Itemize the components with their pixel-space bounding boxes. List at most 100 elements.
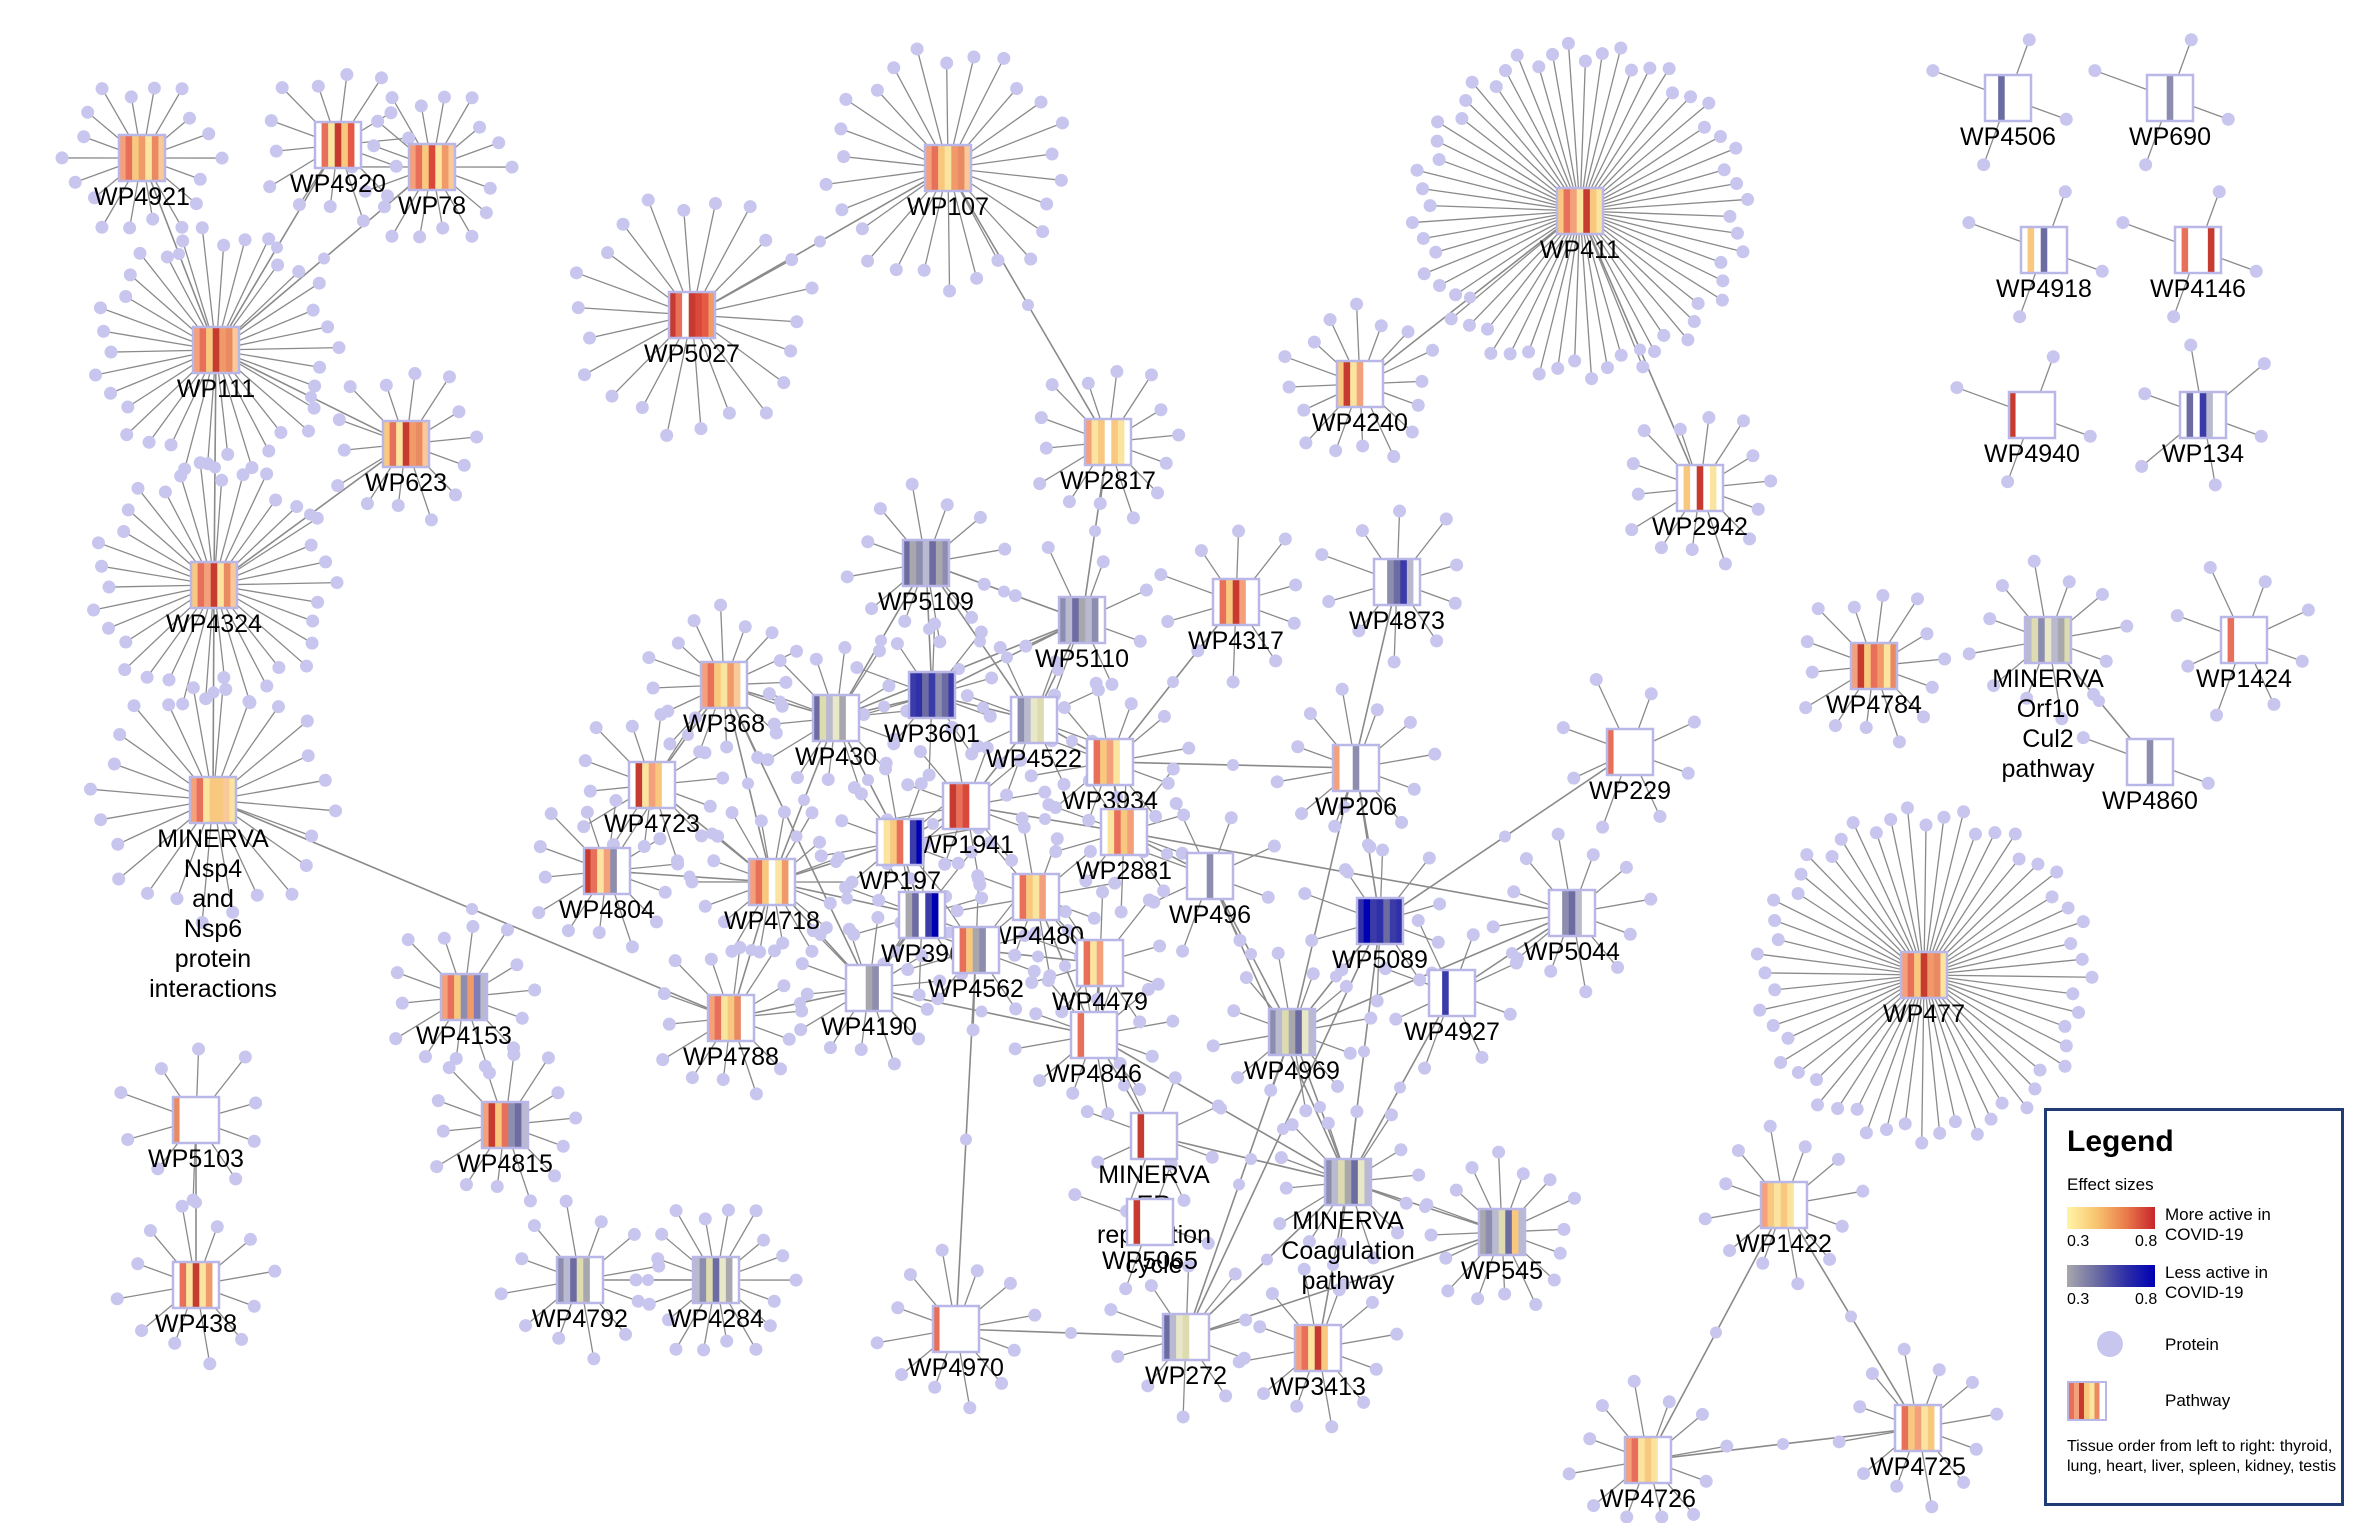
protein-node: [870, 83, 884, 97]
pathway-node[interactable]: WP2881: [1076, 807, 1172, 885]
protein-node: [1764, 474, 1778, 488]
pathway-node[interactable]: WP5089: [1332, 896, 1428, 974]
protein-node: [1800, 635, 1814, 649]
protein-edge: [1923, 811, 1965, 976]
protein-node: [714, 598, 728, 612]
pathway-node[interactable]: WP4146: [2150, 225, 2246, 303]
pathway-node[interactable]: WP4921: [94, 133, 190, 211]
pathway-node[interactable]: WP496: [1169, 851, 1251, 929]
protein-node: [1154, 403, 1168, 417]
protein-node: [1736, 245, 1750, 259]
tissue-stripe: [1927, 1405, 1935, 1451]
pathway-node[interactable]: WP4970: [908, 1304, 1004, 1382]
pathway-node[interactable]: WP4240: [1312, 359, 1408, 437]
pathway-node[interactable]: WP4918: [1996, 225, 2092, 303]
pathway-node[interactable]: WP396: [881, 890, 963, 968]
pathway-node[interactable]: WP4718: [724, 857, 820, 935]
pathway-node[interactable]: WP5044: [1524, 888, 1620, 966]
pathway-node[interactable]: WP1422: [1736, 1180, 1832, 1258]
pathway-node[interactable]: WP438: [155, 1260, 237, 1338]
pathway-node[interactable]: WP545: [1461, 1207, 1543, 1285]
pathway-node[interactable]: WP4927: [1404, 968, 1500, 1046]
protein-node: [806, 924, 820, 938]
pathway-node[interactable]: WP4723: [604, 760, 700, 838]
pathway-node[interactable]: WP5110: [1035, 595, 1129, 673]
pathway-node[interactable]: WP4969: [1244, 1007, 1340, 1085]
pathway-node[interactable]: WP107: [907, 143, 989, 221]
pathway-node[interactable]: WP4725: [1870, 1403, 1966, 1481]
protein-node: [2295, 654, 2309, 668]
pathway-node[interactable]: WP4804: [559, 846, 655, 924]
tissue-stripe: [1442, 970, 1450, 1016]
pathway-node[interactable]: WP272: [1145, 1312, 1227, 1390]
protein-node: [1730, 226, 1744, 240]
protein-node: [842, 922, 856, 936]
pathway-node[interactable]: WP690: [2129, 73, 2211, 151]
pathway-node[interactable]: WP229: [1589, 727, 1671, 805]
pathway-node[interactable]: WP3413: [1270, 1323, 1366, 1401]
pathway-node[interactable]: WP477: [1883, 950, 1965, 1028]
pathway-box-border: [1323, 1157, 1373, 1207]
shared-protein-node: [1022, 299, 1034, 311]
pathway-node[interactable]: WP134: [2162, 390, 2244, 468]
pathway-node[interactable]: WP4920: [290, 120, 386, 198]
pathway-node[interactable]: WP4506: [1960, 73, 2056, 151]
tissue-stripe: [1202, 1314, 1210, 1360]
pathway-node[interactable]: WP4846: [1046, 1010, 1142, 1088]
protein-node: [1393, 504, 1407, 518]
pathway-node[interactable]: WP4726: [1600, 1435, 1696, 1513]
pathway-node[interactable]: WP4522: [986, 695, 1082, 773]
pathway-node[interactable]: WP411: [1540, 186, 1620, 264]
tissue-stripe: [972, 1306, 980, 1352]
pathway-node[interactable]: WP4788: [683, 993, 779, 1071]
pathway-node[interactable]: WP4860: [2102, 737, 2198, 815]
pathway-node[interactable]: WP623: [365, 419, 447, 497]
pathway-node[interactable]: WP1941: [918, 781, 1014, 859]
tissue-stripe: [2186, 75, 2194, 121]
protein-node: [1422, 851, 1436, 865]
pathway-node[interactable]: WP5103: [148, 1095, 244, 1173]
pathway-node[interactable]: WP4480: [988, 872, 1084, 950]
pathway-node[interactable]: WP4317: [1188, 577, 1284, 655]
pathway-box-border: [191, 325, 241, 375]
pathway-node[interactable]: WP4324: [166, 560, 262, 638]
pathway-node[interactable]: WP4873: [1349, 557, 1445, 635]
warm-tick-high: 0.8: [2135, 1233, 2158, 1250]
pathway-node[interactable]: WP4562: [928, 925, 1024, 1003]
tissue-stripe: [447, 974, 455, 1020]
pathway-node[interactable]: WP2942: [1652, 463, 1748, 541]
tissue-stripe: [203, 777, 211, 823]
tissue-stripe: [576, 1257, 584, 1303]
pathway-node[interactable]: WP4190: [821, 963, 917, 1041]
pathway-node[interactable]: WP5065: [1102, 1197, 1198, 1275]
pathway-node[interactable]: WP197: [859, 817, 941, 895]
pathway-node[interactable]: WP5109: [878, 538, 974, 616]
pathway-node[interactable]: WP4815: [457, 1100, 553, 1178]
pathway-node[interactable]: WP368: [683, 660, 765, 738]
pathway-node[interactable]: WP4153: [416, 972, 512, 1050]
pathway-node[interactable]: WP5027: [644, 290, 740, 368]
pathway-node[interactable]: WP2817: [1060, 417, 1156, 495]
pathway-node[interactable]: WP4284: [668, 1255, 764, 1333]
pathway-node[interactable]: WP4792: [532, 1255, 628, 1333]
protein-edge: [1774, 919, 1925, 976]
pathway-node[interactable]: WP206: [1315, 743, 1397, 821]
tissue-stripe: [179, 1097, 187, 1143]
protein-node: [733, 941, 747, 955]
protein-node: [1794, 867, 1808, 881]
pathway-node[interactable]: WP111: [177, 325, 255, 403]
pathway-node[interactable]: WP1424: [2196, 615, 2292, 693]
pathway-box-border: [1335, 359, 1385, 409]
pathway-node[interactable]: WP430: [795, 693, 877, 771]
tissue-stripe: [1380, 559, 1388, 605]
pathway-node[interactable]: WP78: [398, 142, 466, 220]
pathway-node[interactable]: WP3601: [884, 670, 980, 748]
pathway-node[interactable]: WP3934: [1062, 737, 1158, 815]
shared-protein-node: [1314, 1101, 1326, 1113]
pathway-node[interactable]: WP4784: [1826, 641, 1922, 719]
pathway-node[interactable]: WP4940: [1984, 390, 2080, 468]
protein-node: [162, 673, 176, 687]
